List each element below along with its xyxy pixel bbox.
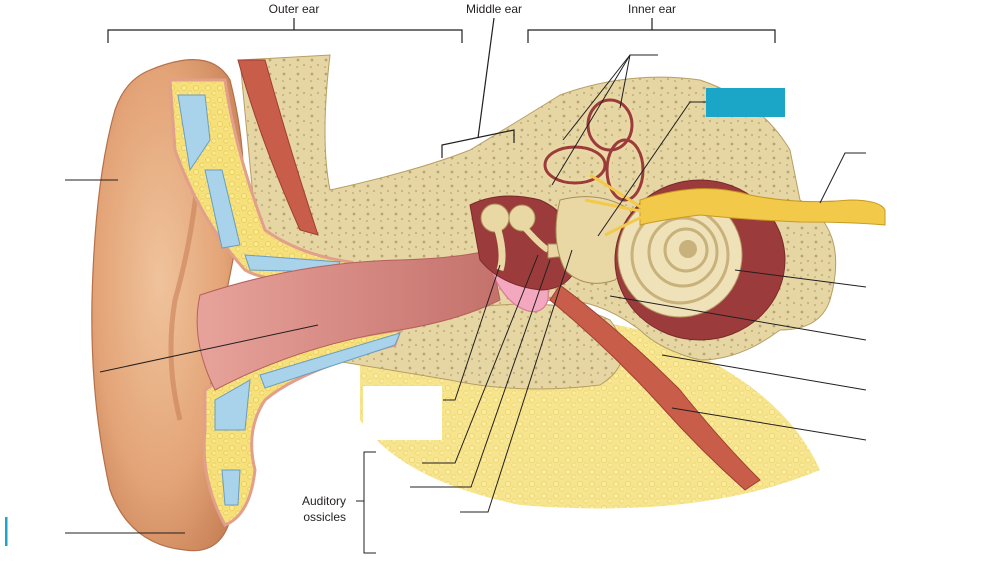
leader-incus	[410, 259, 551, 488]
cartilage-plate-5	[259, 332, 401, 389]
left-marker	[5, 517, 8, 546]
leader-lines	[65, 54, 867, 554]
outer-ear-label: Outer ear	[269, 2, 320, 16]
leader-round-window	[609, 295, 867, 341]
ossicles-label-line2: ossicles	[303, 510, 346, 524]
leader-membrane	[443, 264, 501, 401]
inner-ear-bracket	[527, 18, 776, 43]
malleus-handle	[494, 229, 506, 272]
upper-muscle	[237, 59, 319, 236]
cartilage-plate-1	[177, 94, 211, 172]
auditory-tube	[549, 284, 761, 491]
leader-semicircular-2	[562, 54, 631, 141]
leader-canal	[99, 324, 319, 373]
leader-nerve	[819, 152, 866, 204]
leader-tube-1	[661, 354, 867, 391]
leader-highlight	[597, 101, 706, 237]
outer-ear-bracket	[107, 18, 463, 43]
ossicles-label-line1: Auditory	[302, 494, 346, 508]
blank-label-box	[363, 386, 442, 440]
cartilage-plate-2	[204, 169, 241, 249]
middle-ear-label: Middle ear	[466, 2, 522, 16]
upper-cartilage	[168, 78, 355, 281]
leader-semicircular-3	[619, 54, 631, 109]
leader-malleus	[422, 254, 539, 464]
cartilage-plate-4	[214, 379, 251, 431]
leader-tube-2	[671, 407, 867, 441]
nerve-fibers	[584, 173, 649, 237]
middle-ear-bracket	[441, 17, 515, 158]
incus	[508, 204, 536, 232]
malleus	[480, 203, 510, 233]
ossicles-bracket	[356, 451, 376, 554]
leader-stapes	[460, 249, 573, 513]
hidden-label-box	[706, 88, 785, 117]
vestibulocochlear-nerve	[639, 188, 886, 226]
leader-cochlea	[734, 269, 867, 288]
inner-ear-label: Inner ear	[628, 2, 676, 16]
auditory-canal	[196, 249, 501, 391]
incus-process	[522, 226, 550, 253]
cartilage-plate-6	[221, 469, 241, 506]
